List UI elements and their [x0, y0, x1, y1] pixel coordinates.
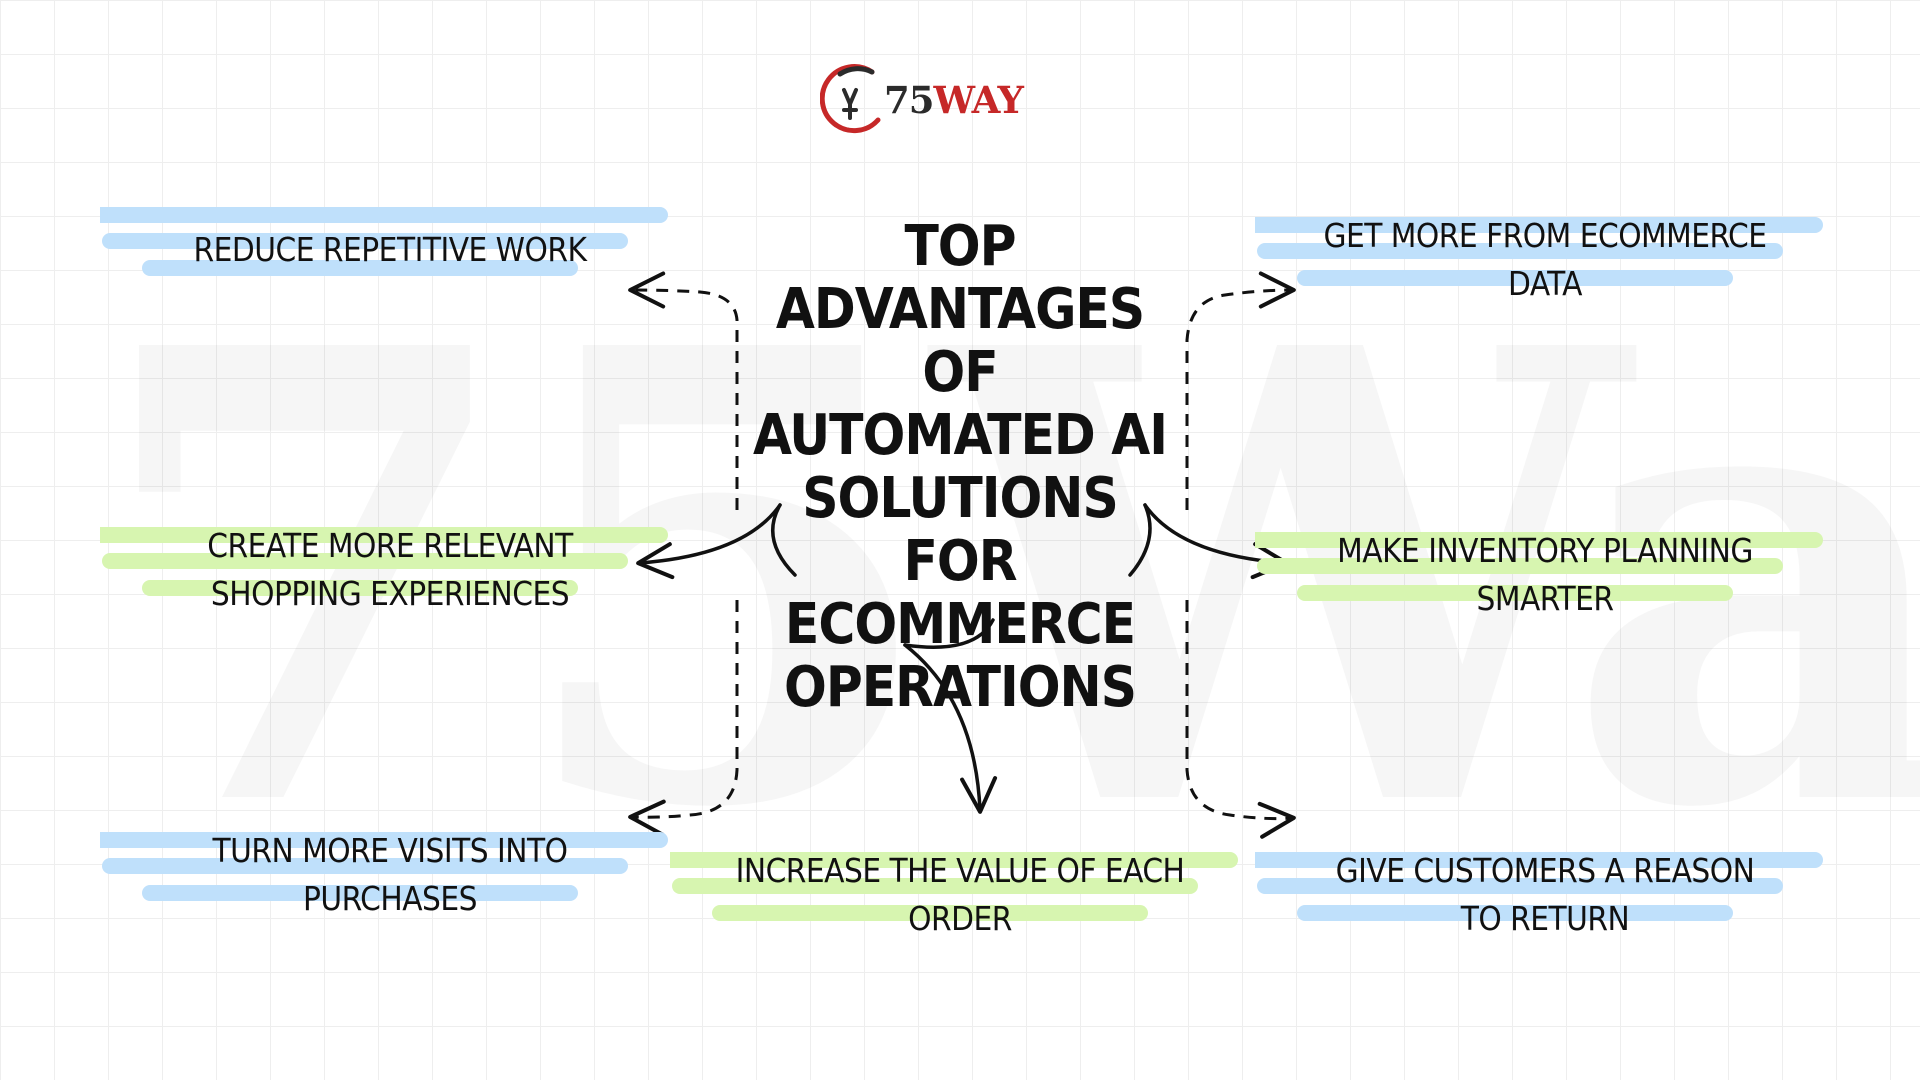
card-label: CREATE MORE RELEVANT SHOPPING EXPERIENCE…	[207, 526, 573, 613]
card-label: MAKE INVENTORY PLANNING SMARTER	[1337, 531, 1753, 618]
card-label: GIVE CUSTOMERS A REASON TO RETURN	[1335, 851, 1755, 938]
card-label: GET MORE FROM ECOMMERCE DATA	[1323, 216, 1767, 303]
highlight-strokes	[1255, 852, 1823, 921]
highlight-strokes	[1255, 532, 1823, 601]
logo-emblem-icon	[820, 64, 881, 134]
arrow-get	[1185, 271, 1296, 510]
arrow-turn	[628, 600, 739, 837]
highlight-strokes	[1255, 217, 1823, 286]
highlight-strokes	[670, 852, 1238, 921]
arrow-give	[1185, 600, 1296, 839]
card-turn: TURN MORE VISITS INTO PURCHASES	[100, 820, 680, 930]
highlight-strokes	[100, 527, 668, 596]
card-create: CREATE MORE RELEVANT SHOPPING EXPERIENCE…	[100, 515, 680, 625]
card-increase: INCREASE THE VALUE OF EACH ORDER	[670, 840, 1250, 950]
card-label: INCREASE THE VALUE OF EACH ORDER	[735, 851, 1185, 938]
card-label: TURN MORE VISITS INTO PURCHASES	[212, 831, 568, 918]
highlight-strokes	[100, 207, 668, 276]
logo-text: 75WAY	[884, 78, 1024, 122]
highlight-strokes	[100, 832, 668, 901]
card-make: MAKE INVENTORY PLANNING SMARTER	[1255, 520, 1835, 630]
card-reduce: REDUCE REPETITIVE WORK	[100, 195, 680, 305]
arrow-make	[1128, 503, 1152, 577]
card-give: GIVE CUSTOMERS A REASON TO RETURN	[1255, 840, 1835, 950]
diagram-title: TOP ADVANTAGES OF AUTOMATED AI SOLUTIONS…	[752, 214, 1168, 720]
brand-logo: 75WAY	[820, 60, 1030, 140]
arrow-reduce	[628, 271, 739, 510]
card-get: GET MORE FROM ECOMMERCE DATA	[1255, 205, 1835, 315]
card-label: REDUCE REPETITIVE WORK	[193, 230, 588, 269]
arrow-increase	[903, 618, 995, 649]
